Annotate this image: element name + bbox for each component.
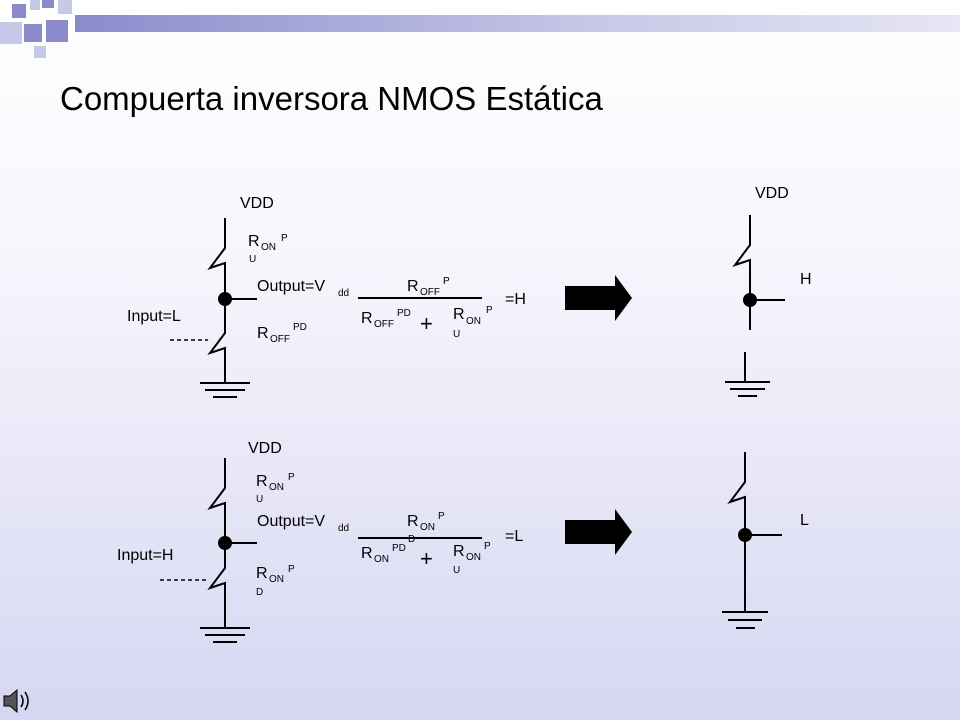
output-state-low: L bbox=[800, 512, 809, 529]
decor-square bbox=[12, 4, 26, 18]
result-label: =H bbox=[505, 291, 526, 308]
plus-sign: + bbox=[420, 546, 433, 571]
output-label: Output=V bbox=[257, 513, 326, 530]
decor-square bbox=[0, 22, 22, 44]
decor-square bbox=[24, 24, 42, 42]
output-state-high: H bbox=[800, 271, 812, 288]
decor-square bbox=[42, 0, 54, 8]
decor-square bbox=[30, 0, 40, 10]
result-label: =L bbox=[505, 528, 524, 545]
output-label: Output=V bbox=[257, 278, 326, 295]
vdd-label: VDD bbox=[248, 440, 282, 457]
arrow-right-icon bbox=[565, 275, 632, 321]
pulldown-resistor-label: R bbox=[256, 565, 268, 582]
fraction-numerator: R bbox=[407, 278, 419, 295]
pullup-resistor-label: R bbox=[248, 233, 260, 250]
plus-sign: + bbox=[420, 311, 433, 336]
decor-square bbox=[34, 46, 46, 58]
decor-square bbox=[46, 20, 68, 42]
vdd-label: VDD bbox=[240, 195, 274, 212]
page-title: Compuerta inversora NMOS Estática bbox=[60, 80, 603, 117]
fraction-denominator: R bbox=[361, 310, 373, 327]
pullup-resistor-label: R bbox=[256, 473, 268, 490]
speaker-icon[interactable] bbox=[0, 686, 34, 716]
input-label: Input=L bbox=[127, 308, 181, 325]
pulldown-resistor-label: R bbox=[257, 325, 269, 342]
input-label: Input=H bbox=[117, 547, 174, 564]
fraction-denominator: R bbox=[361, 545, 373, 562]
header-bar bbox=[75, 15, 960, 32]
arrow-right-icon bbox=[565, 509, 632, 555]
vdd-label: VDD bbox=[755, 185, 789, 202]
decor-square bbox=[58, 0, 72, 14]
fraction-numerator: R bbox=[407, 513, 419, 530]
